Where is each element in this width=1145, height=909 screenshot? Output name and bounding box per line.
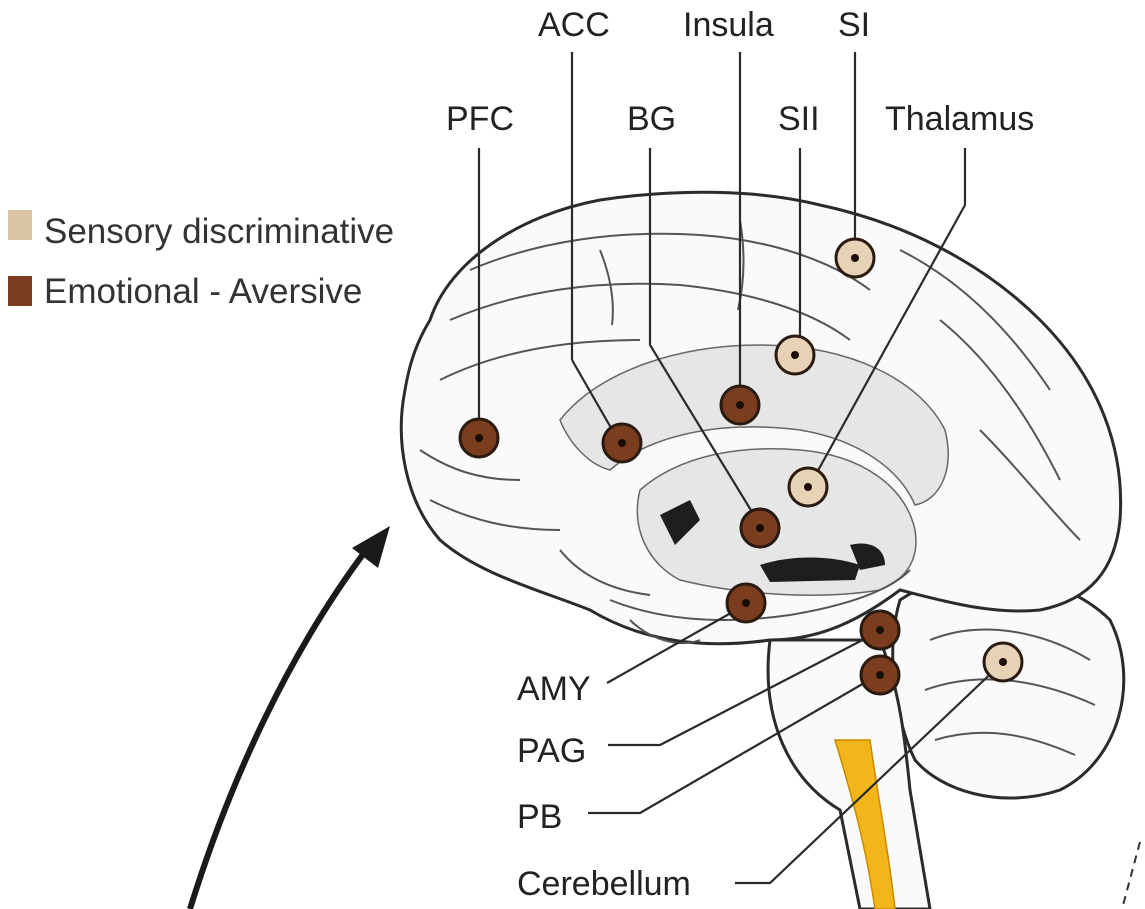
curved-arrow xyxy=(190,526,390,909)
label-si: SI xyxy=(838,6,870,44)
legend-label-sensory: Sensory discriminative xyxy=(44,212,394,251)
label-pfc: PFC xyxy=(446,100,514,138)
pb-dot xyxy=(861,656,899,694)
pag-dot xyxy=(861,611,899,649)
acc-dot xyxy=(603,424,641,462)
pfc-dot xyxy=(460,419,498,457)
label-thalamus: Thalamus xyxy=(885,100,1034,138)
si-dot xyxy=(836,239,874,277)
thalamus-dot xyxy=(789,468,827,506)
label-bg: BG xyxy=(627,100,676,138)
label-sii: SII xyxy=(778,100,820,138)
label-pag: PAG xyxy=(517,732,586,770)
legend-swatch-emotional xyxy=(8,276,32,306)
label-amy: AMY xyxy=(517,670,591,708)
legend: Sensory discriminative Emotional - Avers… xyxy=(8,210,394,311)
brain-illustration xyxy=(401,192,1123,909)
insula-dot xyxy=(721,386,759,424)
label-cerebellum: Cerebellum xyxy=(517,865,691,903)
amy-dot xyxy=(727,584,765,622)
legend-swatch-sensory xyxy=(8,210,32,240)
label-insula: Insula xyxy=(683,6,774,44)
bg-dot xyxy=(741,509,779,547)
legend-label-emotional: Emotional - Aversive xyxy=(44,272,362,311)
sii-dot xyxy=(776,336,814,374)
cerebellum-dot xyxy=(984,643,1022,681)
label-pb: PB xyxy=(517,798,562,836)
dashed-line xyxy=(1122,842,1140,909)
label-acc: ACC xyxy=(538,6,610,44)
